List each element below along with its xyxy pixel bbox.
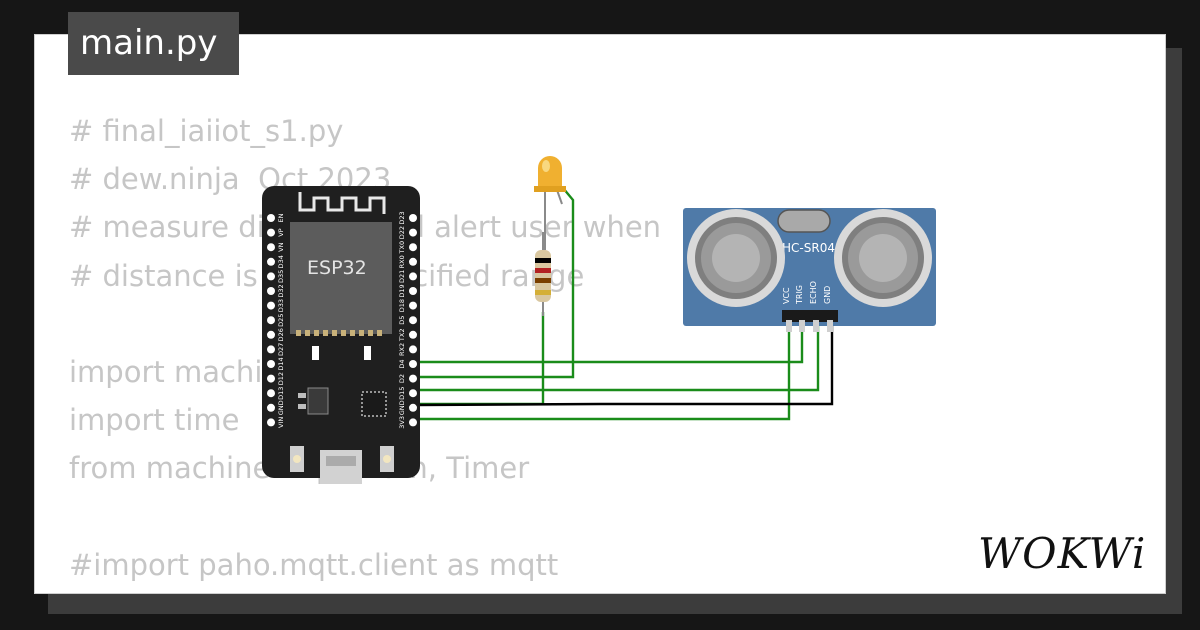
esp32-pin-left[interactable] (267, 418, 275, 427)
esp32-pin-label: D22 (398, 226, 406, 239)
code-line: #import paho.mqtt.client as mqtt (69, 547, 559, 582)
esp32-pin-label: D27 (277, 343, 285, 356)
hc-sr04-sensor[interactable]: HC-SR04 VCC TRIG ECHO GND (683, 208, 936, 332)
esp32-pin-left[interactable] (267, 360, 275, 368)
esp32-pin-right[interactable] (409, 272, 417, 281)
esp32-pin-left[interactable] (267, 316, 275, 325)
usb-serial-chip (361, 391, 387, 417)
esp32-pin-right[interactable] (409, 228, 417, 237)
esp32-pin-left[interactable] (267, 287, 275, 295)
code-card: # final_iaiiot_s1.py# dew.ninja Oct 2023… (34, 34, 1166, 594)
code-line: import time (69, 403, 240, 438)
esp32-pin-label: VIN (277, 417, 285, 428)
led[interactable] (534, 156, 566, 250)
esp32-pin-label: D34 (277, 255, 285, 268)
esp32-pin-label: D19 (398, 284, 406, 297)
resistor[interactable] (535, 232, 551, 316)
esp32-pin-right[interactable] (409, 389, 417, 398)
esp32-pin-label: D15 (398, 387, 406, 400)
esp32-pin-label: RX0 (398, 255, 406, 268)
esp32-pin-left[interactable] (267, 374, 275, 383)
file-tab-title[interactable]: main.py (68, 12, 239, 75)
module-pads (296, 330, 382, 336)
esp32-pin-label: D33 (277, 299, 285, 312)
wire-trig[interactable] (415, 318, 804, 364)
esp32-pin-left[interactable] (267, 330, 275, 339)
esp32-board[interactable]: ESP32 ENVPVND34D35D32D33D25D26D27D14D12D… (262, 186, 420, 484)
esp32-pin-label: D4 (398, 359, 406, 368)
esp32-pin-right[interactable] (409, 316, 417, 325)
transducer-left-icon (687, 209, 785, 307)
esp32-pin-right[interactable] (409, 330, 417, 339)
led-bulb-icon (538, 156, 562, 190)
transducer-right-icon (834, 209, 932, 307)
esp32-pin-label: GND (277, 400, 285, 415)
sensor-pin-label: VCC (782, 287, 791, 304)
esp32-pin-label: D25 (277, 314, 285, 327)
esp32-pin-label: D12 (277, 372, 285, 385)
wokwi-logo: WOKWi (978, 529, 1146, 578)
esp32-pin-label: D35 (277, 270, 285, 283)
esp32-pin-label: VP (277, 228, 285, 236)
voltage-regulator (307, 387, 329, 415)
wires (414, 187, 834, 421)
esp32-pin-label: VN (277, 242, 285, 251)
esp32-pin-label: D32 (277, 284, 285, 297)
wire-echo[interactable] (415, 318, 820, 392)
esp32-pin-label: D26 (277, 328, 285, 341)
esp32-pin-left[interactable] (267, 243, 275, 252)
esp32-pin-label: D2 (398, 374, 406, 383)
wokwi-logo-text: WOKWi (978, 529, 1146, 578)
esp32-pin-left[interactable] (267, 214, 275, 222)
esp32-pin-left[interactable] (267, 301, 275, 310)
wire-gnd[interactable] (414, 318, 834, 407)
esp32-pin-right[interactable] (409, 214, 417, 222)
sensor-pin-label: ECHO (809, 281, 818, 304)
esp32-pin-label: D14 (277, 357, 285, 370)
esp32-pin-right[interactable] (409, 360, 417, 368)
esp32-pin-right[interactable] (409, 345, 417, 354)
sensor-pin-label: GND (823, 286, 832, 304)
esp32-pin-right[interactable] (409, 287, 417, 295)
esp32-pin-label: RX2 (398, 343, 406, 356)
wire-vcc[interactable] (415, 318, 791, 421)
esp32-pin-right[interactable] (409, 403, 417, 412)
sensor-pin-labels: VCC TRIG ECHO GND (782, 281, 832, 305)
esp32-pin-label: TX0 (398, 241, 406, 255)
esp32-label: ESP32 (307, 257, 367, 279)
esp32-pin-right[interactable] (409, 243, 417, 252)
esp32-pin-left[interactable] (267, 389, 275, 398)
sensor-label: HC-SR04 (782, 241, 835, 255)
wire-led-anode[interactable] (415, 187, 575, 379)
esp32-pin-label: TX2 (398, 329, 406, 343)
esp32-pin-label: D23 (398, 211, 406, 224)
sensor-pin-label: TRIG (795, 285, 804, 305)
code-line: # final_iaiiot_s1.py (69, 114, 344, 148)
esp32-pin-left[interactable] (267, 345, 275, 354)
esp32-pin-left[interactable] (267, 228, 275, 237)
esp32-pin-headers: ENVPVND34D35D32D33D25D26D27D14D12D13GNDV… (267, 211, 417, 429)
esp32-pin-label: EN (277, 213, 285, 222)
esp32-pin-right[interactable] (409, 257, 417, 266)
esp32-module (290, 222, 392, 334)
esp32-pin-left[interactable] (267, 257, 275, 266)
esp32-pin-right[interactable] (409, 301, 417, 310)
esp32-pin-label: D18 (398, 299, 406, 312)
esp32-pin-label: GND (398, 400, 406, 415)
esp32-pin-label: D21 (398, 270, 406, 283)
esp32-pin-left[interactable] (267, 403, 275, 412)
esp32-pin-label: D13 (277, 387, 285, 400)
esp32-pin-label: D5 (398, 316, 406, 325)
esp32-pin-left[interactable] (267, 272, 275, 281)
esp32-pin-right[interactable] (409, 374, 417, 383)
esp32-pin-right[interactable] (409, 418, 417, 427)
esp32-pin-label: 3V3 (398, 416, 406, 429)
antenna-trace-icon (298, 192, 386, 214)
micro-usb-port (320, 450, 362, 484)
